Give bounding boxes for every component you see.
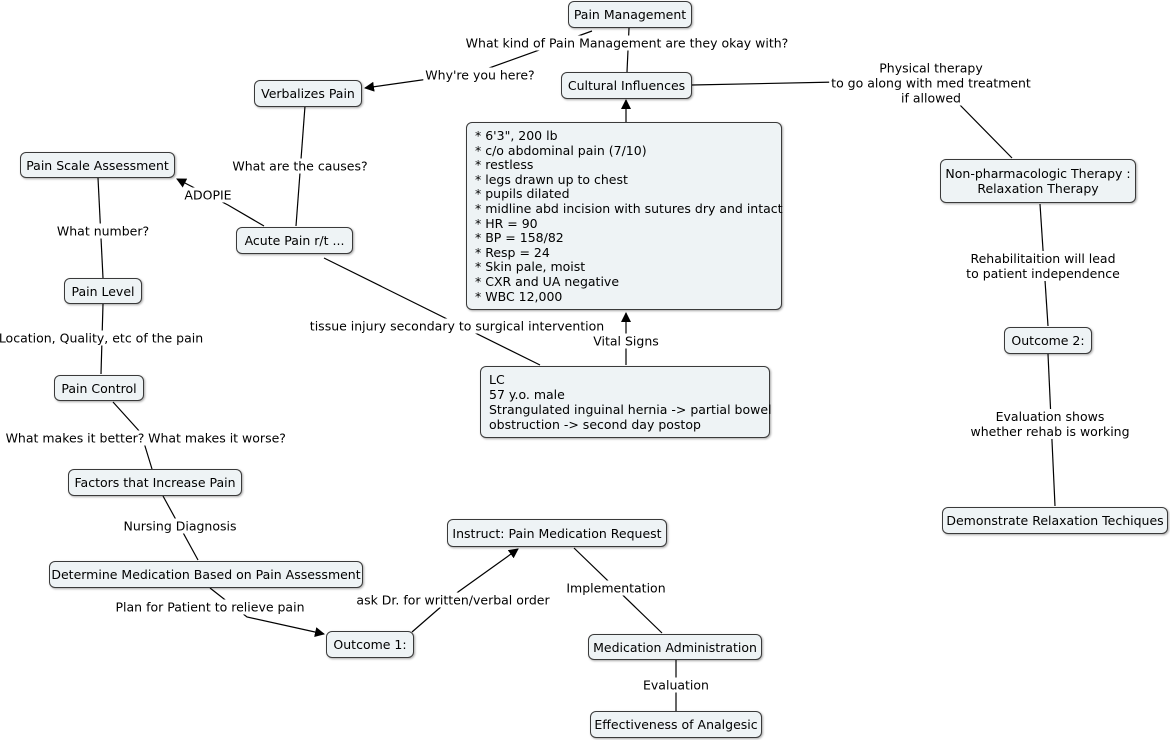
edge-acute-patient xyxy=(323,257,541,366)
node-non-pharm-therapy[interactable]: Non-pharmacologic Therapy : Relaxation T… xyxy=(940,159,1136,203)
link-label-vital-signs: Vital Signs xyxy=(591,333,661,349)
link-label-what-causes: What are the causes? xyxy=(230,158,370,174)
link-label-adopie: ADOPIE xyxy=(182,187,234,203)
link-label-rehabilitation: Rehabilitaition will lead to patient ind… xyxy=(964,251,1122,281)
edge-determine-outcome1 xyxy=(209,587,325,637)
node-outcome-2[interactable]: Outcome 2: xyxy=(1004,327,1092,354)
link-label-nursing-diagnosis: Nursing Diagnosis xyxy=(121,518,239,534)
node-instruct-request[interactable]: Instruct: Pain Medication Request xyxy=(447,519,667,547)
node-factors-increase-pain[interactable]: Factors that Increase Pain xyxy=(68,469,242,496)
node-acute-pain[interactable]: Acute Pain r/t ... xyxy=(236,227,353,254)
node-pain-level[interactable]: Pain Level xyxy=(64,278,142,304)
node-outcome-1[interactable]: Outcome 1: xyxy=(326,631,414,658)
edge-physical-nonpharm xyxy=(956,101,1013,159)
node-demonstrate-relaxation[interactable]: Demonstrate Relaxation Techiques xyxy=(942,507,1168,534)
link-label-implementation: Implementation xyxy=(564,580,668,596)
node-effectiveness-analgesic[interactable]: Effectiveness of Analgesic xyxy=(590,711,762,738)
node-medication-administration[interactable]: Medication Administration xyxy=(588,634,762,660)
link-label-evaluation-shows: Evaluation shows whether rehab is workin… xyxy=(968,409,1132,439)
link-label-ask-dr: ask Dr. for written/verbal order xyxy=(354,592,552,608)
link-label-makes-better: What makes it better? xyxy=(3,430,147,446)
link-label-location-quality: Location, Quality, etc of the pain xyxy=(0,330,206,346)
link-label-why-here: Why're you here? xyxy=(423,67,537,83)
node-determine-medication[interactable]: Determine Medication Based on Pain Asses… xyxy=(49,561,363,588)
link-label-physical-therapy: Physical therapy to go along with med tr… xyxy=(829,60,1033,106)
node-cultural-influences[interactable]: Cultural Influences xyxy=(561,72,692,99)
node-assessment-findings[interactable]: * 6'3", 200 lb * c/o abdominal pain (7/1… xyxy=(466,122,783,310)
link-label-what-number: What number? xyxy=(54,223,152,239)
node-pain-management[interactable]: Pain Management xyxy=(568,1,692,28)
link-label-plan-for-patient: Plan for Patient to relieve pain xyxy=(113,599,307,615)
link-label-evaluation: Evaluation xyxy=(641,677,711,693)
node-pain-control[interactable]: Pain Control xyxy=(54,375,144,401)
node-verbalizes-pain[interactable]: Verbalizes Pain xyxy=(254,80,362,107)
link-label-what-kind: What kind of Pain Management are they ok… xyxy=(463,35,791,51)
edge-acute-scale xyxy=(176,178,265,227)
node-patient-info[interactable]: LC 57 y.o. male Strangulated inguinal he… xyxy=(480,366,772,438)
edge-outcome1-instruct xyxy=(411,548,519,633)
link-label-tissue-injury: tissue injury secondary to surgical inte… xyxy=(307,318,607,334)
node-pain-scale-assessment[interactable]: Pain Scale Assessment xyxy=(20,152,175,178)
link-label-makes-worse: What makes it worse? xyxy=(146,430,288,446)
edge-cultural-physical xyxy=(691,81,839,86)
